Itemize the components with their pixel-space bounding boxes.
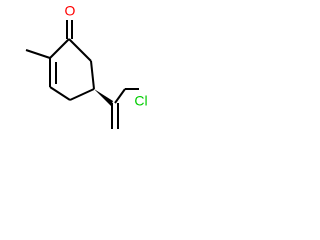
molecule-structure: O Cl xyxy=(25,3,148,129)
molecule-canvas: O Cl xyxy=(0,0,150,150)
methyl-bond xyxy=(25,49,51,59)
chlorine-atom-label: Cl xyxy=(134,93,147,109)
ring-bond-c3-c4 xyxy=(49,86,71,101)
ring-bond-c4-c5 xyxy=(69,88,95,101)
wedge-bond xyxy=(94,89,113,106)
chloromethyl-bond-1 xyxy=(114,88,126,104)
ring-bond-c5-c6 xyxy=(90,60,95,90)
oxygen-atom-label: O xyxy=(65,3,76,19)
ring-bond-c1-c2 xyxy=(49,38,70,59)
ring-bond-c6-c1 xyxy=(68,38,92,62)
